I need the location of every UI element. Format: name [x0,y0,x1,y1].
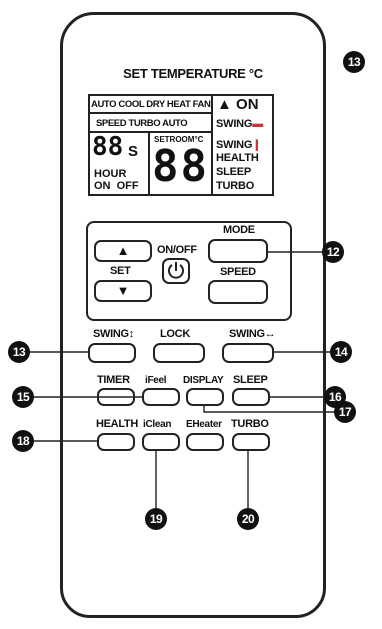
main-control-panel [86,221,292,321]
mode-label: MODE [223,224,255,236]
lcd-on-indicator: ▲ ON [217,96,259,113]
eheater-button[interactable] [186,433,224,451]
ifeel-button[interactable] [142,388,180,406]
lock-button[interactable] [153,343,205,363]
lcd-mode-row: AUTO COOL DRY HEAT FAN [91,99,211,110]
set-label: SET [110,265,131,277]
callout-20: 20 [237,508,259,530]
swing-vertical-label: SWING↕ [93,328,134,340]
callout-12: 12 [322,241,344,263]
lock-label: LOCK [160,328,190,340]
lcd-swing-1-label: SWING [216,118,253,130]
lcd-timer-s: S [128,143,139,160]
leader-17 [203,406,335,413]
on-off-label: ON/OFF [157,244,197,256]
lcd-swing-2: SWING❙ [216,138,262,151]
lcd-sleep: SLEEP [216,166,252,178]
callout-15: 15 [12,386,34,408]
sleep-label: SLEEP [233,374,268,386]
lcd-health: HEALTH [216,152,259,164]
callout-18: 18 [12,430,34,452]
display-button[interactable] [186,388,224,406]
lcd-setroom-label: SETROOM°C [154,135,204,144]
arrow-down-icon: ▼ [116,283,130,298]
lcd-divider-vert-2 [148,131,150,196]
callout-17: 17 [334,401,356,423]
lcd-speed-row: SPEED TURBO AUTO [96,118,188,129]
lcd-hour-label: HOUR [94,168,127,180]
temp-up-button[interactable]: ▲ [94,240,152,262]
temp-down-button[interactable]: ▼ [94,280,152,302]
arrow-up-icon: ▲ [116,243,130,258]
iclean-label: iClean [143,419,172,430]
turbo-label: TURBO [231,418,269,430]
swing-horizontal-icon: ▬ [252,118,264,130]
health-button[interactable] [97,433,135,451]
power-icon [168,262,184,279]
turbo-button[interactable] [232,433,270,451]
lcd-swing-2-label: SWING [216,139,253,151]
swing-vertical-button[interactable] [88,343,136,363]
mode-button[interactable] [208,239,268,263]
sleep-button[interactable] [232,388,270,406]
lcd-on-off-label: ON OFF [94,180,139,192]
triangle-up-icon: ▲ [217,96,232,113]
callout-13-top: 13 [343,51,365,73]
speed-button[interactable] [208,280,268,304]
swing-horizontal-label: SWING↔ [229,328,276,340]
swing-vertical-icon: ❙ [252,139,262,151]
callout-19: 19 [145,508,167,530]
lcd-swing-1: SWING▬ [216,118,263,130]
timer-label: TIMER [97,374,130,386]
lcd-divider-vert [211,94,213,196]
iclean-button[interactable] [142,433,180,451]
lcd-divider-1 [88,112,212,114]
callout-13: 13 [8,341,30,363]
health-label: HEALTH [96,418,138,430]
lcd-temp-digits: 88 [152,141,209,192]
speed-label: SPEED [220,266,256,278]
lcd-timer-digits: 88 [92,132,124,162]
set-temperature-title: SET TEMPERATURE °C [123,66,263,81]
eheater-label: EHeater [186,419,222,430]
ifeel-label: iFeel [145,375,167,386]
lcd-display [88,94,274,196]
display-label: DISPLAY [183,375,224,386]
lcd-on-label: ON [236,96,259,113]
swing-horizontal-button[interactable] [222,343,274,363]
lcd-turbo: TURBO [216,180,255,192]
lcd-divider-2 [88,131,212,133]
callout-14: 14 [330,341,352,363]
power-button[interactable] [162,258,190,284]
